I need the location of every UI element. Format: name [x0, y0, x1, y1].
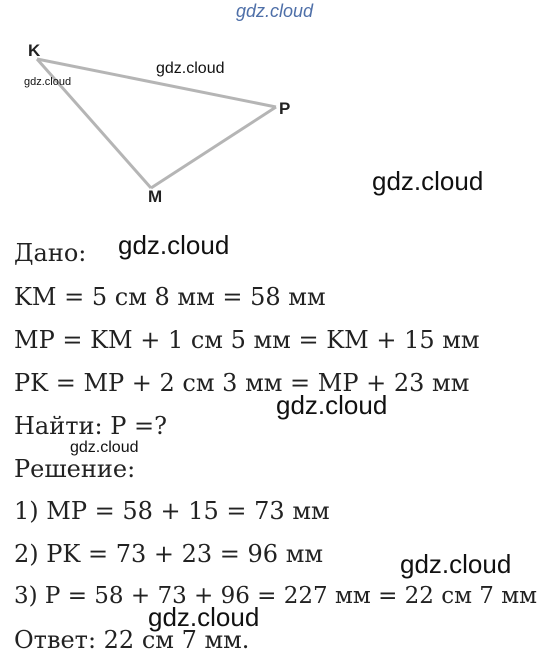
vertex-label-p: P: [279, 99, 291, 118]
solution-step-1: 1) MP = 58 + 15 = 73 мм: [14, 497, 330, 525]
solution-step-3: 3) P = 58 + 73 + 96 = 227 мм = 22 см 7 м…: [14, 583, 538, 609]
side-kp: [36, 57, 277, 109]
watermark-lower-right: gdz.cloud: [400, 549, 512, 579]
watermark-middle: gdz.cloud: [276, 390, 388, 420]
vertex-label-m: M: [148, 187, 163, 206]
side-pm: [150, 105, 277, 190]
watermark-bottom: gdz.cloud: [148, 602, 260, 632]
watermark-small: gdz.cloud: [24, 76, 72, 88]
side-mk: [35, 58, 153, 189]
given-line-mp: MP = KM + 1 см 5 мм = KM + 15 мм: [14, 326, 480, 354]
given-heading: Дано:: [14, 239, 87, 267]
solution-heading: Решение:: [14, 455, 136, 483]
watermark-figure: gdz.cloud: [156, 60, 225, 77]
given-line-pk: PK = MP + 2 см 3 мм = MP + 23 мм: [14, 369, 470, 397]
watermark-left-small: gdz.cloud: [70, 439, 139, 456]
watermark-right: gdz.cloud: [372, 166, 484, 196]
find-line: Найти: P =?: [14, 412, 167, 440]
answer-line: Ответ: 22 см 7 мм.: [14, 626, 250, 654]
vertex-label-k: K: [28, 41, 41, 60]
triangle-figure: [35, 57, 277, 190]
watermark-top: gdz.cloud: [236, 1, 314, 21]
watermark-given: gdz.cloud: [118, 230, 230, 260]
solution-step-2: 2) PK = 73 + 23 = 96 мм: [14, 540, 324, 568]
given-line-km: KM = 5 см 8 мм = 58 мм: [14, 283, 326, 311]
